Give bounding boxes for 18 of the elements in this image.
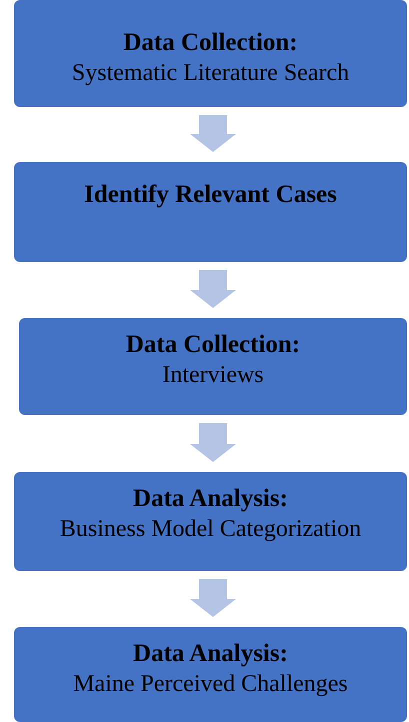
process-box [14, 627, 407, 722]
process-box [14, 472, 407, 571]
down-arrow [190, 423, 236, 462]
box-heading: Data Analysis: [133, 484, 288, 514]
process-box [19, 318, 407, 415]
box-heading: Identify Relevant Cases [84, 180, 337, 210]
process-box [14, 162, 407, 262]
process-box [14, 0, 407, 107]
down-arrow [190, 579, 236, 617]
box-text: Interviews [162, 361, 264, 390]
box-heading: Data Collection: [123, 28, 298, 58]
down-arrow [190, 270, 236, 308]
box-heading: Data Analysis: [133, 639, 288, 669]
box-text: Maine Perceived Challenges [73, 670, 348, 699]
down-arrow [190, 115, 236, 152]
box-text: Systematic Literature Search [72, 59, 350, 88]
box-text: Business Model Categorization [60, 515, 362, 544]
box-heading: Data Collection: [126, 330, 300, 360]
